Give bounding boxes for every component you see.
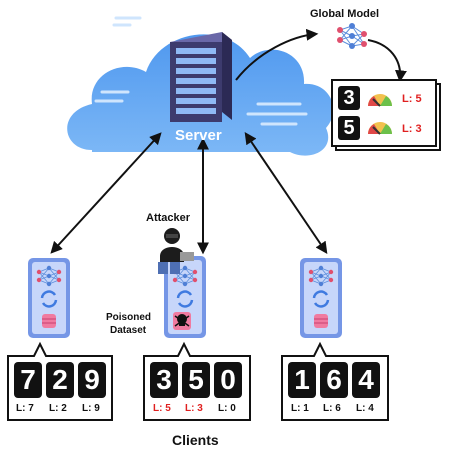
- gauge-icon-1: [368, 94, 392, 107]
- attacker-icon: [158, 228, 194, 274]
- prediction-panel: [331, 79, 441, 151]
- mini-network-icon: [36, 265, 62, 287]
- phone-3-icons: [308, 265, 334, 328]
- prediction-label-1: L: 5: [402, 93, 422, 105]
- client3-label-2: L: 6: [323, 403, 341, 414]
- client1-digit-2: 2: [52, 364, 68, 395]
- client3-label-3: L: 4: [356, 403, 374, 414]
- global-model-network-icon: [337, 23, 367, 49]
- poisoned-label-line2: Dataset: [110, 325, 147, 336]
- client1-label-3: L: 9: [82, 403, 100, 414]
- model-to-predictions-arrow: [367, 39, 407, 83]
- client2-label-3: L: 0: [218, 403, 236, 414]
- attacker-label: Attacker: [146, 212, 191, 224]
- database-icon: [314, 314, 328, 328]
- client2-label-1: L: 5: [153, 403, 171, 414]
- client2-digit-2: 5: [188, 364, 204, 395]
- client3-digit-1: 1: [294, 364, 310, 395]
- client1-label-2: L: 2: [49, 403, 67, 414]
- gauge-icon-2: [368, 122, 392, 135]
- client3-label-1: L: 1: [291, 403, 309, 414]
- refresh-icon: [176, 290, 194, 308]
- server-to-model-arrow: [235, 28, 319, 81]
- client3-digit-2: 6: [326, 364, 342, 395]
- poisoned-label-line1: Poisoned: [106, 312, 152, 323]
- client1-label-1: L: 7: [16, 403, 34, 414]
- clients-label: Clients: [172, 432, 219, 448]
- refresh-icon: [40, 290, 58, 308]
- refresh-icon: [312, 290, 330, 308]
- phone-1-icons: [36, 265, 62, 328]
- server-client1-arrow: [50, 132, 162, 254]
- prediction-digit-1: 3: [343, 87, 355, 109]
- prediction-label-2: L: 3: [402, 123, 422, 135]
- database-icon: [42, 314, 56, 328]
- client2-label-2: L: 3: [185, 403, 203, 414]
- global-model-label: Global Model: [310, 8, 380, 20]
- prediction-digit-2: 5: [343, 117, 355, 139]
- client1-digit-1: 7: [20, 364, 36, 395]
- client2-digit-1: 3: [156, 364, 172, 395]
- server-client3-arrow: [244, 132, 328, 254]
- mini-network-icon: [308, 265, 334, 287]
- client2-digit-3: 0: [220, 364, 236, 395]
- skull-icon: [173, 312, 191, 330]
- client1-digit-3: 9: [84, 364, 100, 395]
- digit-tiles: [14, 362, 380, 398]
- server-label: Server: [175, 127, 222, 144]
- client3-digit-3: 4: [358, 364, 374, 395]
- server-icon: [170, 32, 232, 122]
